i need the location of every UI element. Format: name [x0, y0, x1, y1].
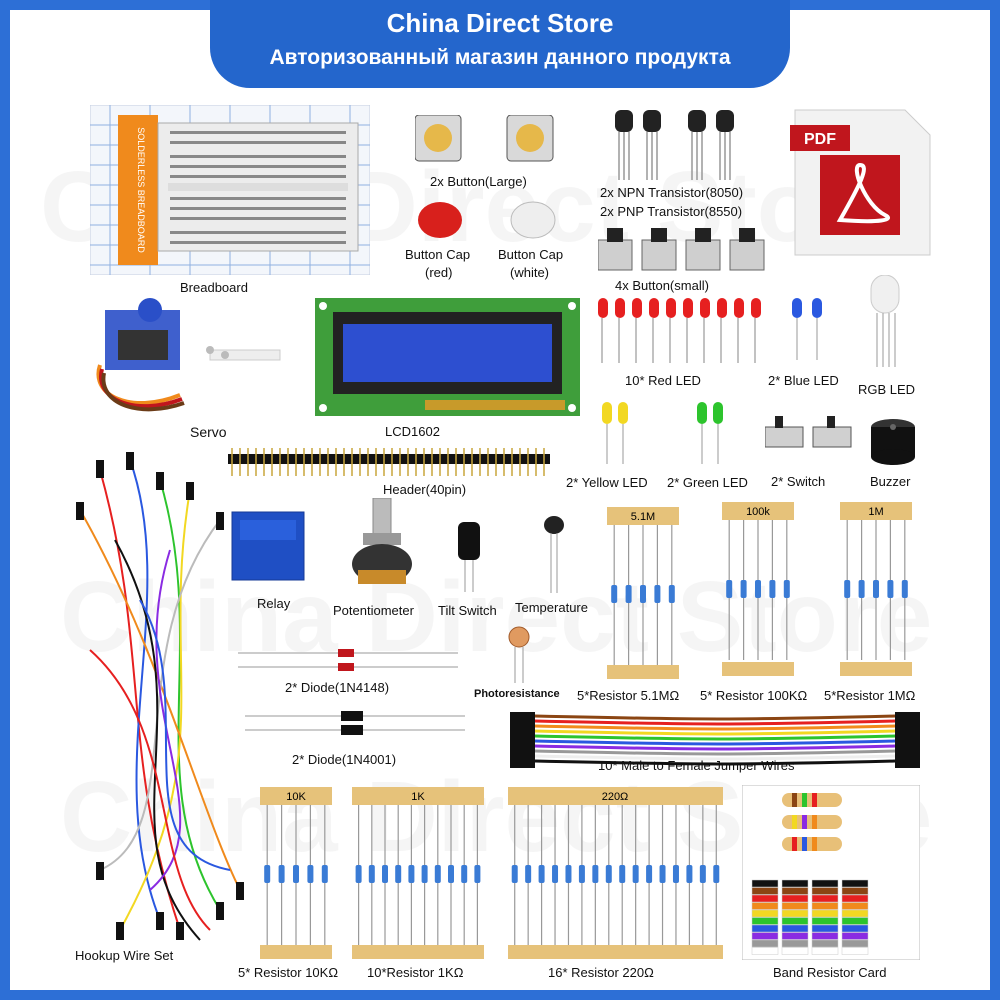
relay-image	[231, 511, 305, 581]
tape-label: 5.1M	[631, 511, 655, 523]
tape-label: 1M	[868, 506, 883, 518]
tape-label: 100k	[746, 506, 770, 518]
temperature-sensor-image	[544, 516, 564, 593]
small-buttons-image	[598, 228, 765, 271]
diodes-1n4001-image	[245, 711, 465, 735]
lcd-label: LCD1602	[385, 424, 440, 439]
buzzer-label: Buzzer	[870, 474, 911, 489]
yellow-led-label: 2* Yellow LED	[566, 475, 648, 490]
large-buttons-image	[415, 115, 554, 162]
diode-4148-label: 2* Diode(1N4148)	[285, 680, 390, 695]
header-pins-image	[228, 448, 550, 476]
store-banner: China Direct Store Авторизованный магази…	[210, 0, 790, 88]
breadboard-label: Breadboard	[180, 280, 248, 295]
yellow-leds-image	[602, 402, 628, 464]
hookup-wires-image	[76, 452, 244, 941]
hookup-label: Hookup Wire Set	[75, 948, 174, 963]
breadboard-brand: SOLDERLESS BREADBOARD	[136, 127, 146, 253]
diodes-1n4148-image	[238, 649, 458, 671]
small-button-label: 4x Button(small)	[615, 278, 709, 293]
res-1k-label: 10*Resistor 1KΩ	[367, 965, 464, 980]
band-resistor-card-image	[742, 785, 920, 960]
tape-label: 220Ω	[602, 791, 629, 803]
header-label: Header(40pin)	[383, 482, 467, 497]
potentiometer-image	[352, 498, 412, 584]
res-10k-label: 5* Resistor 10KΩ	[238, 965, 339, 980]
green-leds-image	[697, 402, 723, 464]
temperature-label: Temperature	[515, 600, 588, 615]
breadboard-image: SOLDERLESS BREADBOARD	[90, 105, 370, 275]
pdf-icon: PDF	[790, 109, 931, 256]
jumper-wires-image	[510, 712, 920, 768]
lcd1602-image	[315, 298, 580, 416]
large-button-label: 2x Button(Large)	[430, 174, 527, 189]
res-100k-label: 5* Resistor 100KΩ	[700, 688, 808, 703]
servo-image	[96, 298, 281, 412]
servo-label: Servo	[190, 424, 227, 440]
resistors-220-image: 220Ω	[508, 787, 723, 959]
resistors-10k-image: 10K	[260, 787, 332, 959]
green-led-label: 2* Green LED	[667, 475, 748, 490]
rgb-led-image	[870, 275, 900, 367]
red-led-label: 10* Red LED	[625, 373, 701, 388]
cap-red-label-1: Button Cap	[405, 247, 471, 262]
pdf-text: PDF	[804, 131, 836, 148]
store-subtitle: Авторизованный магазин данного продукта	[269, 46, 731, 69]
rgb-led-label: RGB LED	[858, 382, 916, 397]
res-51m-label: 5*Resistor 5.1MΩ	[577, 688, 680, 703]
buzzer-image	[871, 419, 915, 465]
band-card-label: Band Resistor Card	[773, 965, 887, 980]
res-220-label: 16* Resistor 220Ω	[548, 965, 654, 980]
tilt-switch-image	[458, 522, 480, 592]
potentiometer-label: Potentiometer	[333, 603, 414, 618]
jumper-label: 10* Male to Female Jumper Wires	[598, 758, 795, 773]
button-caps-image	[418, 201, 556, 239]
resistors-5m1-image: 5.1M	[607, 507, 679, 679]
npn-label: 2x NPN Transistor(8050)	[600, 185, 744, 200]
red-leds-image	[598, 298, 761, 363]
transistors-image	[615, 110, 734, 180]
switch-label: 2* Switch	[771, 474, 826, 489]
photoresistor-image	[508, 626, 530, 683]
resistors-1m-image: 1M	[840, 502, 912, 676]
cap-red-label-2: (red)	[425, 265, 453, 280]
tape-label: 10K	[286, 791, 306, 803]
resistors-100k-image: 100k	[722, 502, 794, 676]
blue-leds-image	[792, 298, 822, 360]
photo-label: Photoresistance	[474, 688, 560, 700]
cap-white-label-2: (white)	[510, 265, 550, 280]
pnp-label: 2x PNP Transistor(8550)	[600, 204, 743, 219]
resistors-1k-image: 1K	[352, 787, 484, 959]
switches-image	[765, 416, 852, 448]
res-1m-label: 5*Resistor 1MΩ	[824, 688, 916, 703]
blue-led-label: 2* Blue LED	[768, 373, 839, 388]
store-title: China Direct Store	[386, 8, 614, 38]
cap-white-label-1: Button Cap	[498, 247, 564, 262]
tape-label: 1K	[411, 791, 425, 803]
diode-4001-label: 2* Diode(1N4001)	[292, 752, 397, 767]
tilt-label: Tilt Switch	[438, 603, 497, 618]
relay-label: Relay	[257, 596, 291, 611]
